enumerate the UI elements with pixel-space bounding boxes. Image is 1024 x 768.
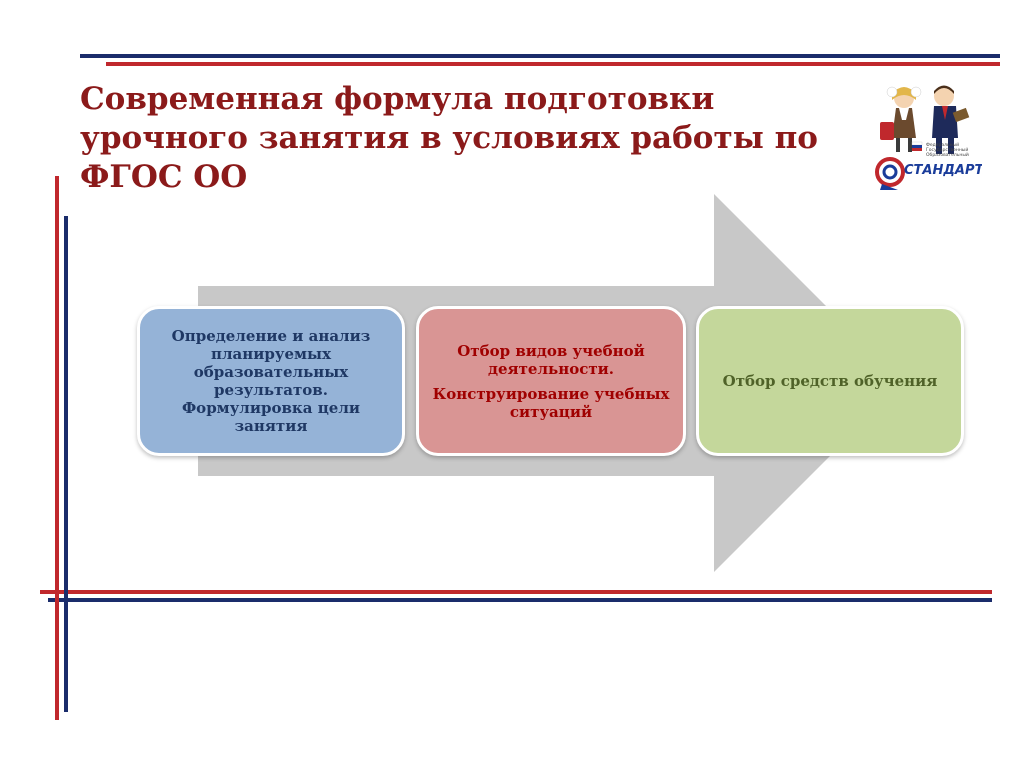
step-objectives-box: Определение и анализ планируемых образов… (137, 306, 405, 456)
fgos-standard-logo: Федеральный Государственный Образователь… (875, 85, 982, 190)
left-red-line (55, 176, 59, 720)
step-activities-text-1: Отбор видов учебной деятельности. (457, 341, 645, 378)
bottom-red-line (40, 590, 992, 594)
bottom-navy-line (48, 598, 992, 602)
slide-title: Современная формула подготовки урочного … (80, 81, 818, 195)
top-red-line (106, 62, 1000, 66)
top-navy-line (80, 54, 1000, 58)
step-activities-box: Отбор видов учебной деятельности. Констр… (416, 306, 686, 456)
svg-text:Государственный: Государственный (926, 146, 968, 153)
svg-text:Образовательный: Образовательный (926, 151, 969, 158)
svg-text:СТАНДАРТ: СТАНДАРТ (904, 163, 982, 178)
step-objectives-text: Определение и анализ планируемых образов… (171, 327, 371, 435)
step-means-box: Отбор средств обучения (696, 306, 964, 456)
left-navy-line (64, 216, 68, 712)
svg-text:Федеральный: Федеральный (926, 141, 959, 148)
step-means-text: Отбор средств обучения (722, 372, 938, 390)
step-activities-text-2: Конструирование учебных ситуаций (432, 384, 670, 421)
